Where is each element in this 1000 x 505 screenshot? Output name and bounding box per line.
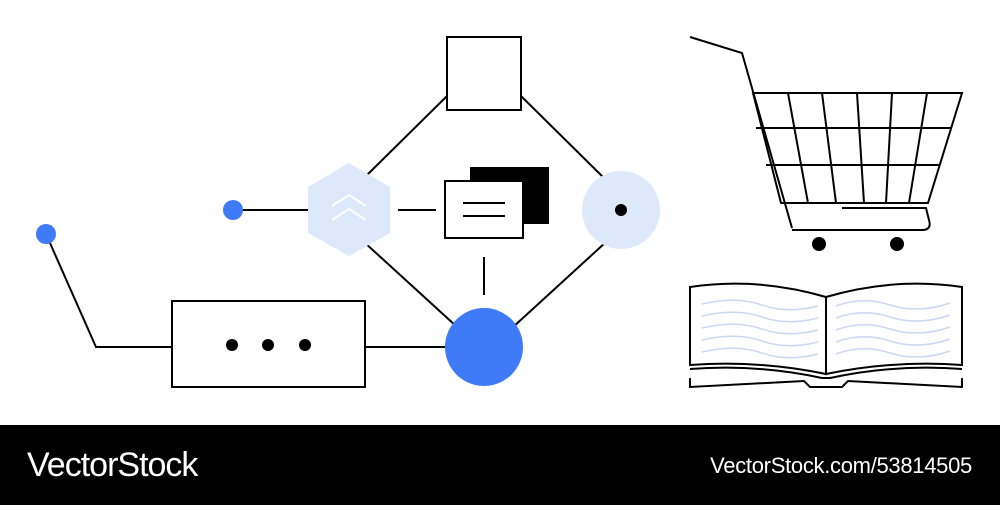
connector-dot-box xyxy=(45,233,172,348)
dot-circle-icon xyxy=(582,171,660,249)
brand-logo-text[interactable]: VectorStock xyxy=(27,446,198,484)
blue-dot-hexagon xyxy=(223,200,243,220)
hexagon-chevrons-icon xyxy=(308,163,390,256)
connector-hexagon-bluecircle xyxy=(363,241,457,327)
blue-circle-node-icon xyxy=(445,308,523,386)
connector-square-dotcircle xyxy=(520,95,607,181)
stock-reference-link[interactable]: VectorStock.com/53814505 xyxy=(710,453,972,478)
shopping-cart-icon xyxy=(689,36,964,251)
network-connectors xyxy=(45,95,607,348)
footer-bar: VectorStock VectorStock.com/53814505 xyxy=(0,425,1000,505)
illustration xyxy=(36,36,964,389)
square-node-icon xyxy=(446,36,522,111)
connector-dotcircle-bluecircle xyxy=(511,241,607,329)
connector-square-hexagon xyxy=(363,95,448,179)
open-book-icon xyxy=(689,282,963,389)
documents-icon xyxy=(444,167,549,239)
blue-dot-left xyxy=(36,224,56,244)
ellipsis-box-icon xyxy=(171,300,366,388)
